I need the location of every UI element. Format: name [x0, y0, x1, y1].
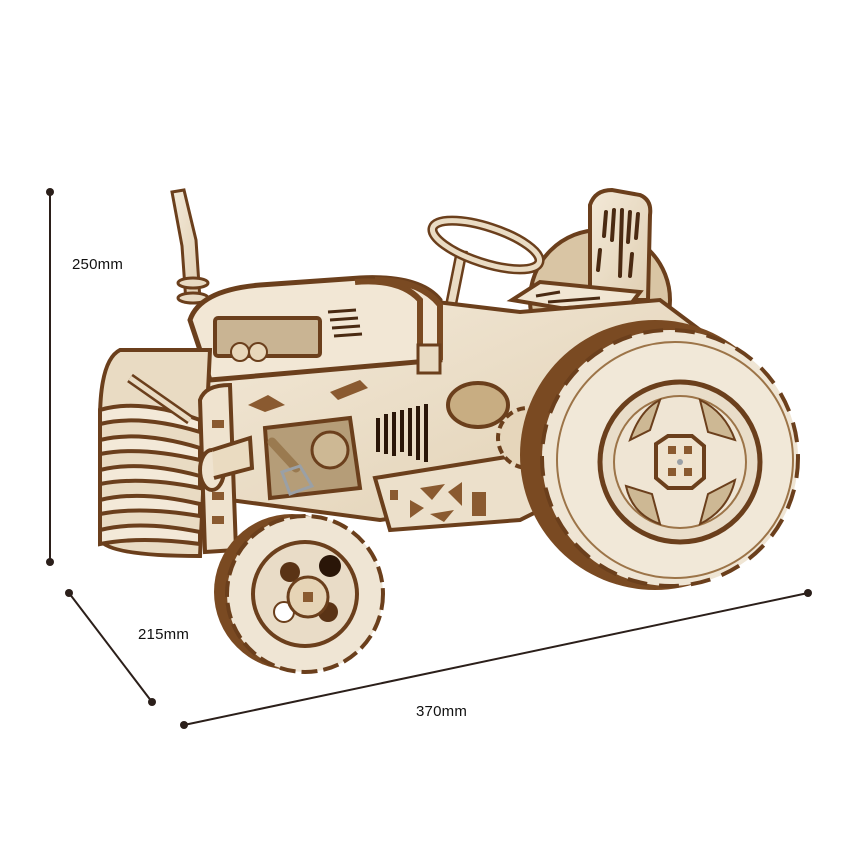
height-dimension-line [46, 188, 54, 566]
engine-window [262, 415, 363, 501]
dimension-endpoint-dot [148, 698, 156, 706]
steering-wheel [427, 215, 545, 312]
length-dimension-label: 370mm [416, 703, 468, 720]
rear-wheel [520, 320, 800, 590]
length-dimension-line [180, 589, 812, 729]
depth-dimension-label: 215mm [138, 626, 190, 643]
depth-dimension-line [65, 589, 156, 706]
side-grille [376, 404, 428, 462]
dimension-endpoint-dot [180, 721, 188, 729]
dimension-endpoint-dot [46, 188, 54, 196]
dimension-endpoint-dot [46, 558, 54, 566]
height-dimension-label: 250mm [72, 256, 124, 273]
dimension-endpoint-dot [804, 589, 812, 597]
tractor [98, 187, 800, 674]
winding-key [267, 437, 315, 496]
dimension-endpoint-dot [65, 589, 73, 597]
front-radiator [98, 348, 255, 559]
exhaust-pipe [170, 188, 210, 305]
rear-wheel-hub [654, 434, 706, 490]
front-wheel [214, 514, 385, 674]
